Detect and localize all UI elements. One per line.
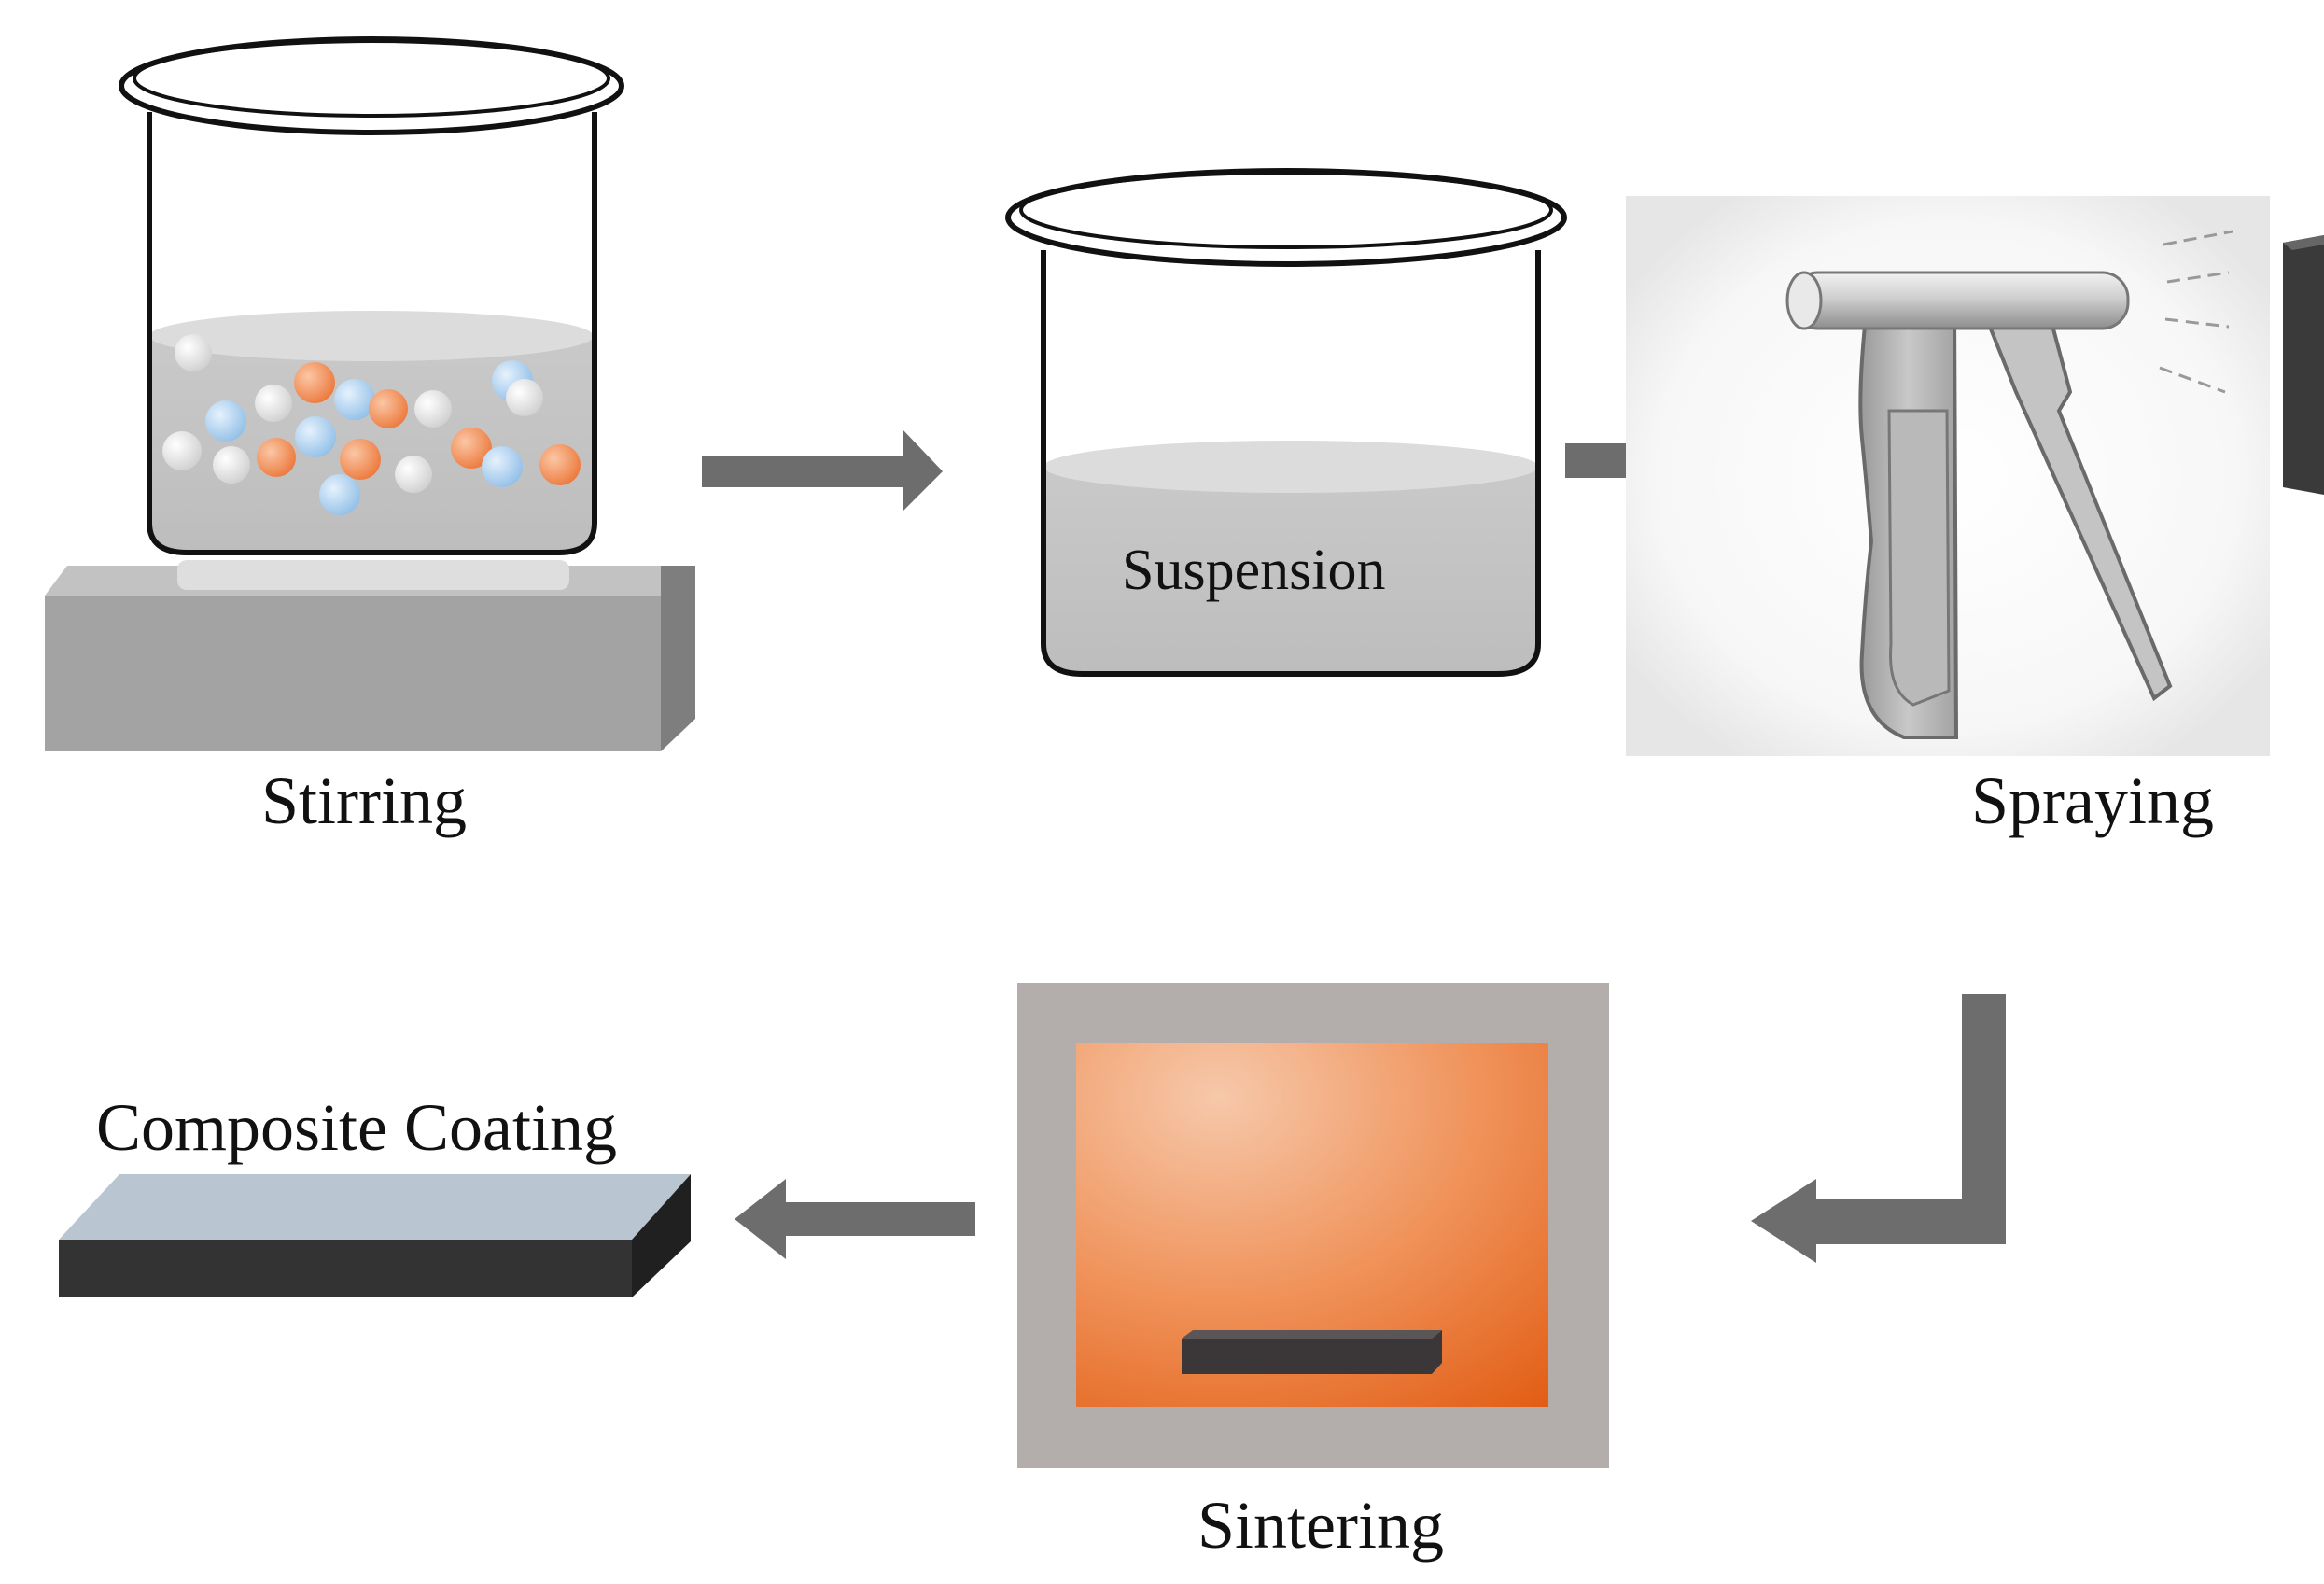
target-substrate [2283,235,2324,495]
composite-coating-sample [59,1174,691,1297]
particles [162,334,581,515]
magnetic-stirrer [45,560,695,751]
arrow-to-suspension [702,429,943,512]
label-composite-coating: Composite Coating [96,1090,617,1165]
label-stirring: Stirring [261,764,468,838]
arrow-to-sintering [1751,994,2006,1263]
spray-gun [1626,196,2270,756]
sintering-furnace [1017,983,1609,1468]
label-sintering: Sintering [1197,1488,1444,1563]
spray-lines [2159,230,2233,394]
label-suspension: Suspension [1122,539,1386,602]
suspension-beaker [1005,168,1567,677]
label-spraying: Spraying [1971,764,2214,838]
arrow-to-composite [735,1179,975,1259]
